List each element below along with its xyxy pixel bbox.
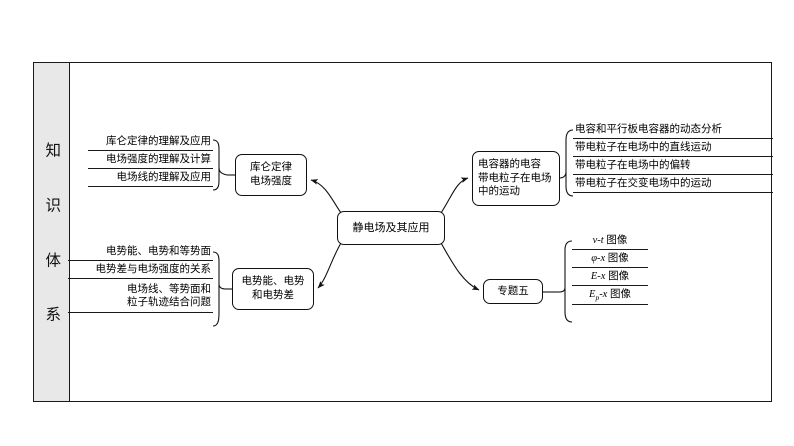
list-item[interactable]: 库仑定律的理解及应用 — [88, 136, 213, 151]
list-coulomb-topics: 库仑定律的理解及应用 电场强度的理解及计算 电场线的理解及应用 — [88, 136, 213, 187]
list-item[interactable]: φ-x 图像 — [572, 253, 648, 268]
list-item[interactable]: 带电粒子在电场中的偏转 — [573, 160, 773, 175]
list-potential-topics: 电势能、电势和等势面 电势差与电场强度的关系 电场线、等势面和 粒子轨迹结合问题 — [68, 246, 213, 313]
node-coulomb-law[interactable]: 库仑定律 电场强度 — [235, 154, 307, 196]
graph-suffix: 图像 — [603, 235, 628, 246]
graph-symbol: φ-x — [591, 253, 606, 264]
list-item[interactable]: 电场强度的理解及计算 — [88, 154, 213, 169]
sidebar-knowledge-system: 知 识 体 系 — [34, 63, 70, 401]
list-item[interactable]: 电势差与电场强度的关系 — [68, 264, 213, 279]
node-electric-potential[interactable]: 电势能、电势 和电势差 — [232, 268, 314, 310]
graph-suffix: 图像 — [605, 253, 629, 264]
list-item[interactable]: 带电粒子在交变电场中的运动 — [573, 178, 773, 193]
list-item[interactable]: 带电粒子在电场中的直线运动 — [573, 142, 773, 157]
graph-symbol: E-x — [590, 271, 606, 282]
list-capacitor-topics: 电容和平行板电容器的动态分析 带电粒子在电场中的直线运动 带电粒子在电场中的偏转… — [573, 124, 773, 193]
list-item[interactable]: 电场线、等势面和 粒子轨迹结合问题 — [68, 282, 213, 313]
graph-symbol-tail: -x — [599, 289, 608, 300]
graph-symbol: v-t — [592, 235, 604, 246]
list-item[interactable]: E-x 图像 — [572, 271, 648, 286]
list-item-line-a: 电场线、等势面和 — [127, 284, 211, 295]
sidebar-title: 知 识 体 系 — [43, 142, 62, 322]
node-capacitor-line-1: 电容器的电容 — [478, 158, 541, 170]
node-capacitor[interactable]: 电容器的电容 带电粒子在电场 中的运动 — [472, 151, 560, 206]
node-potential-line-2: 和电势差 — [252, 290, 294, 301]
node-potential-line-1: 电势能、电势 — [241, 276, 305, 288]
list-item[interactable]: 电场线的理解及应用 — [88, 172, 213, 187]
list-item-line-b: 粒子轨迹结合问题 — [127, 297, 211, 309]
graph-symbol-subscript: p — [595, 293, 600, 303]
node-coulomb-line-1: 库仑定律 — [250, 162, 292, 174]
node-center-electrostatic-field[interactable]: 静电场及其应用 — [337, 211, 445, 245]
list-item[interactable]: Ep-x 图像 — [572, 289, 648, 305]
graph-suffix: 图像 — [605, 271, 630, 282]
sidebar-char-1: 知 — [43, 142, 62, 158]
sidebar-char-2: 识 — [43, 196, 62, 213]
list-item[interactable]: v-t 图像 — [572, 235, 648, 250]
list-item[interactable]: 电容和平行板电容器的动态分析 — [573, 124, 773, 139]
sidebar-char-4: 系 — [43, 306, 62, 322]
node-capacitor-line-2: 带电粒子在电场 — [478, 172, 552, 184]
node-capacitor-line-3: 中的运动 — [478, 186, 520, 198]
graph-suffix: 图像 — [607, 289, 631, 300]
list-item[interactable]: 电势能、电势和等势面 — [68, 246, 213, 261]
list-graph-topics: v-t 图像 φ-x 图像 E-x 图像 Ep-x 图像 — [572, 235, 648, 305]
sidebar-char-3: 体 — [43, 251, 62, 268]
node-topic-five[interactable]: 专题五 — [483, 279, 543, 304]
node-center-label: 静电场及其应用 — [352, 221, 430, 234]
node-coulomb-line-2: 电场强度 — [250, 176, 292, 187]
node-topic-five-label: 专题五 — [497, 285, 529, 297]
graph-symbol-base: E — [589, 289, 596, 300]
